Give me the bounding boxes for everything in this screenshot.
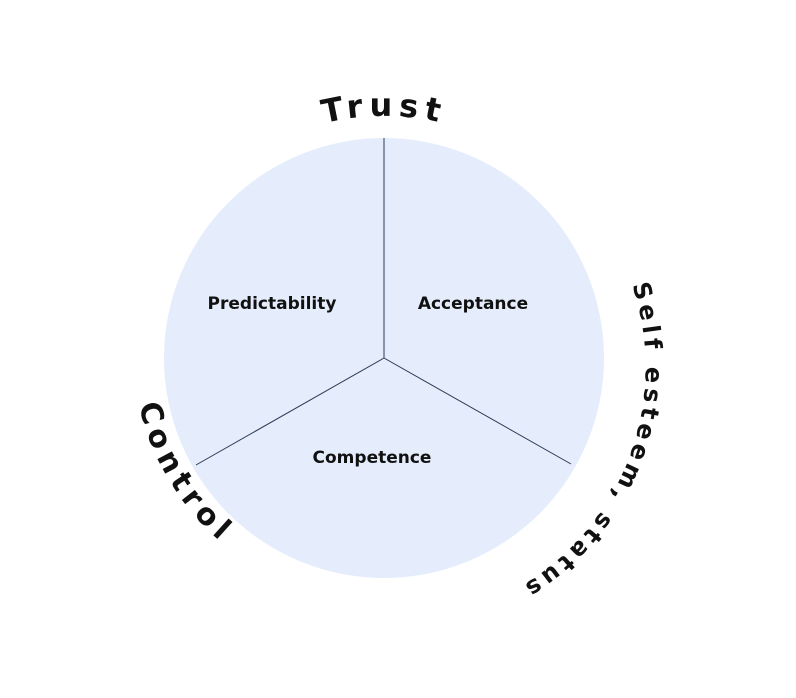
divider-lower-left [195,357,385,466]
segment-label-competence: Competence [313,448,432,468]
segment-label-predictability: Predictability [208,294,337,314]
dividers [195,138,572,466]
divider-lower-right [383,357,572,465]
segment-label-acceptance: Acceptance [418,294,528,314]
arc-label-trust: Trust [318,86,450,131]
